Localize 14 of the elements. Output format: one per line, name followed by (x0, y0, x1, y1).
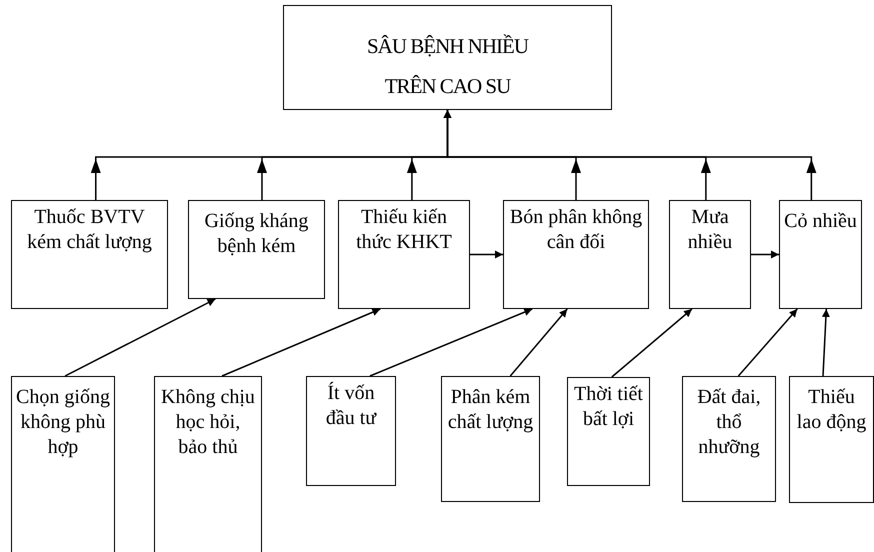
cause-box: Ít vốn đầu tư (306, 376, 396, 486)
cause-box: SÂU BỆNH NHIỀU TRÊN CAO SU (283, 5, 612, 110)
cause-box: Cỏ nhiều (779, 200, 862, 309)
cause-box: Đất đai, thổ nhưỡng (682, 376, 776, 502)
cause-box: Thiếu lao động (789, 376, 874, 503)
cause-box: Thiếu kiến thức KHKT (338, 200, 470, 309)
cause-box: Phân kém chất lượng (441, 376, 540, 502)
cause-box: Thuốc BVTV kém chất lượng (11, 200, 168, 309)
cause-box: Thời tiết bất lợi (567, 377, 650, 486)
cause-box: Giống kháng bệnh kém (188, 200, 325, 299)
cause-box: Mưa nhiều (669, 200, 751, 309)
cause-box: Chọn giống không phù hợp (11, 376, 115, 552)
cause-box: Không chịu học hỏi, bảo thủ (154, 376, 262, 552)
cause-box: Bón phân không cân đối (503, 200, 649, 309)
